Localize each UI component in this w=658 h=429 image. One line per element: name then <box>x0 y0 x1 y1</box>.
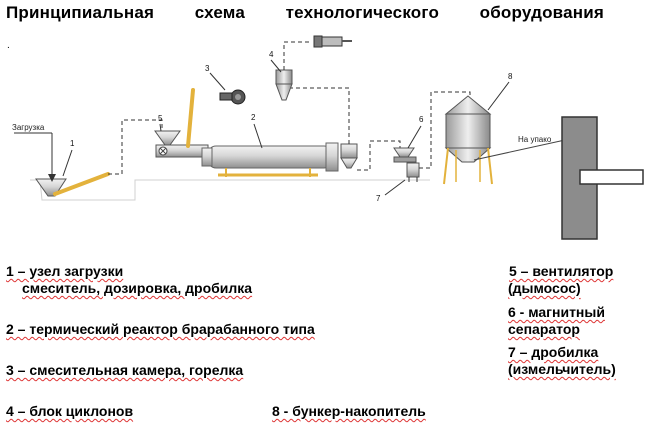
equipment-number-1: 1 <box>70 139 75 148</box>
drum-reactor <box>201 142 339 172</box>
mixing-chamber <box>154 130 209 158</box>
packing-leader-line <box>473 139 566 161</box>
equipment-number-5: 5 <box>158 114 163 123</box>
flow-line-4-to-5 <box>283 41 312 70</box>
crusher <box>406 162 420 182</box>
storage-bunker <box>443 95 493 185</box>
legend-item-2: 2 – термический реактор брарабанного тип… <box>6 321 315 337</box>
loading-arrow <box>14 132 56 182</box>
legend-item-3: 3 – смесительная камера, горелка <box>6 362 244 378</box>
reactor-support-frame <box>218 168 318 177</box>
legend-item-4: 4 – блок циклонов <box>6 403 134 419</box>
legend-item-1-line-2: смеситель, дозировка, дробилка <box>22 280 253 296</box>
legend-item-8: 8 - бункер-накопитель <box>272 403 426 419</box>
flow-line-2-to-6 <box>357 140 401 171</box>
legend-item-1-line-1: 1 – узел загрузки <box>6 263 124 279</box>
mixer-feed-conveyor <box>186 88 195 148</box>
flow-line-1-to-3 <box>108 119 163 175</box>
to-packing-label: На упако <box>518 135 552 144</box>
equipment-number-8: 8 <box>508 72 513 81</box>
equipment-number-6: 6 <box>419 115 424 124</box>
loading-conveyor <box>53 172 110 196</box>
legend-item-5-line-1: 5 – вентилятор <box>509 263 614 279</box>
magnetic-separator <box>393 147 417 163</box>
exhaust-fan <box>313 35 352 48</box>
stray-mark: . <box>7 40 10 51</box>
flow-line-2-to-4 <box>289 87 350 144</box>
flow-line-7-to-8 <box>419 91 471 169</box>
wall-structure <box>561 116 644 240</box>
floor-line <box>30 179 430 201</box>
legend-item-6-line-1: 6 - магнитный <box>508 304 605 320</box>
legend-item-7-line-2: (измельчитель) <box>508 361 616 377</box>
legend-item-7-line-1: 7 – дробилка <box>508 344 599 360</box>
diagram-title: Принципиальная схема технологического об… <box>6 3 604 22</box>
legend-item-5-line-2: (дымосос) <box>508 280 581 296</box>
burner-fan <box>219 89 246 105</box>
process-diagram: Загрузка <box>12 35 644 240</box>
equipment-number-3: 3 <box>205 64 210 73</box>
equipment-number-7: 7 <box>376 194 381 203</box>
number-leaders <box>62 59 510 196</box>
legend-item-6-line-2: сепаратор <box>508 321 580 337</box>
reactor-discharge <box>340 143 358 169</box>
cyclone <box>275 69 293 101</box>
equipment-number-2: 2 <box>251 113 256 122</box>
equipment-number-4: 4 <box>269 50 274 59</box>
loading-label: Загрузка <box>12 123 45 132</box>
